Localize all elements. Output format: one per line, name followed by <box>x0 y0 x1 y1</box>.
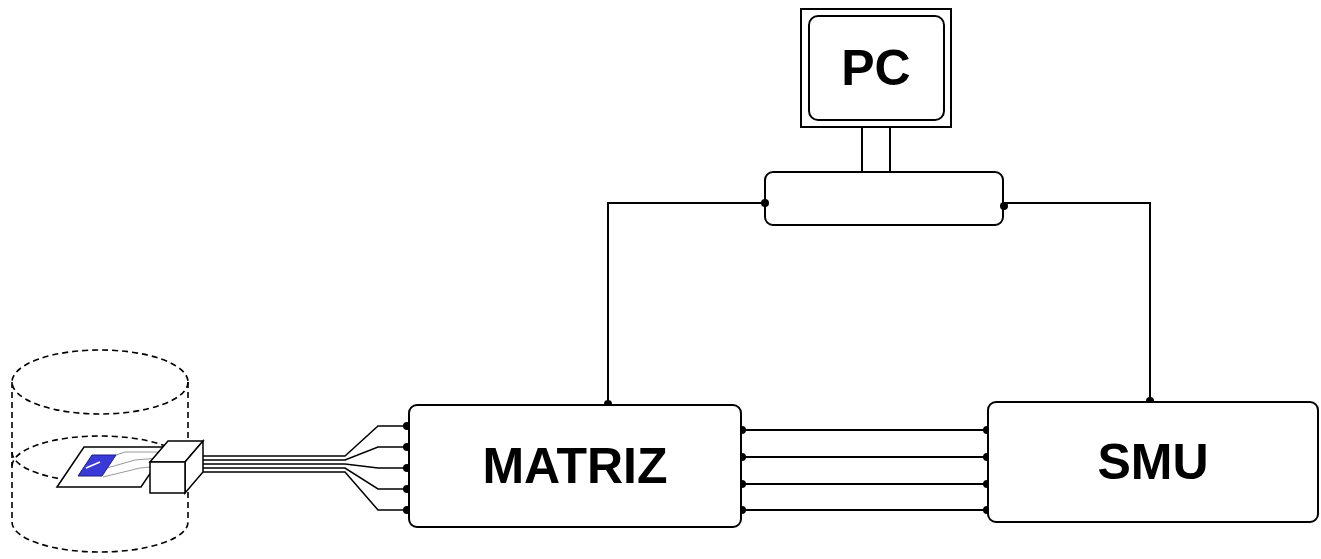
bus-port <box>1000 202 1008 210</box>
switch-matrix-box: MATRIZ <box>408 404 742 528</box>
wire-connector <box>742 456 987 458</box>
monitor-stand <box>862 126 890 173</box>
node-label: PC <box>841 43 910 93</box>
sensor-wires <box>203 426 405 510</box>
wire-connector <box>876 128 1150 401</box>
bus-box <box>765 172 1003 225</box>
bus-port <box>761 199 769 207</box>
smu-box: SMU <box>987 401 1319 523</box>
node-label: MATRIZ <box>482 441 667 491</box>
pc-monitor: PC <box>800 8 952 128</box>
wire-connector <box>742 509 987 511</box>
wire-connector <box>742 429 987 431</box>
wire-connector <box>608 128 876 404</box>
connector-block <box>150 441 203 493</box>
wire-connector <box>742 483 987 485</box>
node-label: SMU <box>1097 437 1208 487</box>
